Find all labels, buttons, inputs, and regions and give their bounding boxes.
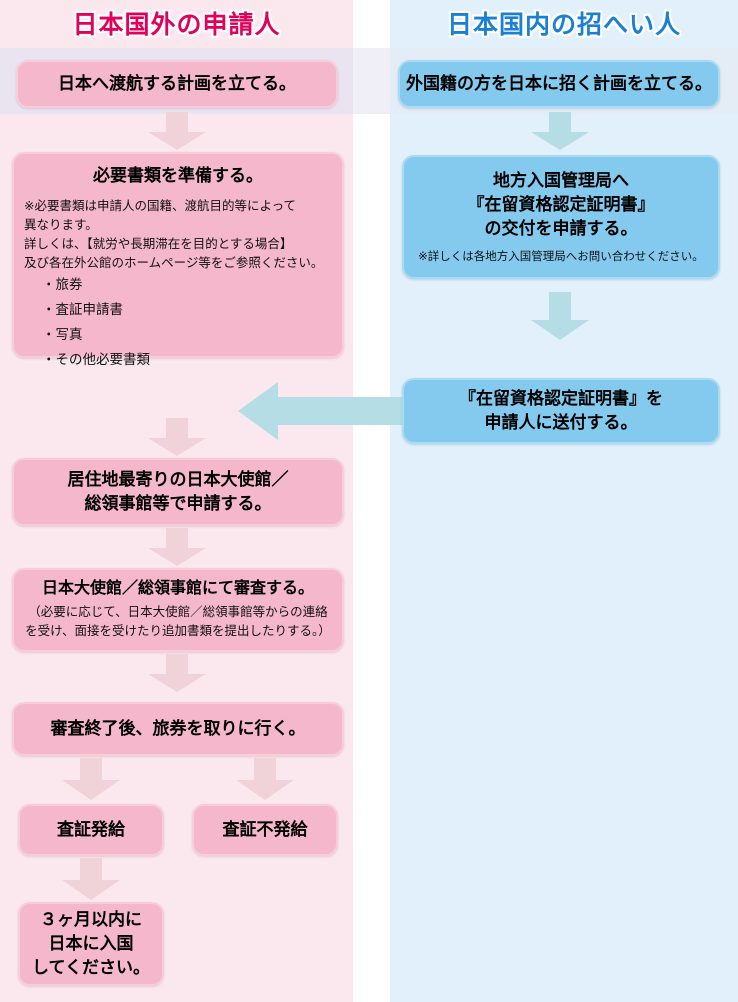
arrow-left-1 <box>148 112 206 150</box>
arrow-transfer-certificate-to-applicant <box>238 380 410 442</box>
node-left-apply-heading-1: 居住地最寄りの日本大使館／ <box>67 470 289 490</box>
node-left-review-note-2: を受け、面接を受けたり追加書類を提出したりする。） <box>25 623 331 638</box>
node-left-visa-issued-heading: 査証発給 <box>57 820 125 840</box>
node-left-prepare-note-2: 異なります。 <box>24 217 98 232</box>
arrow-down-icon <box>148 528 206 566</box>
node-left-prepare-documents-heading: 必要書類を準備する。 <box>93 166 263 186</box>
node-left-enter-japan-heading-1: ３ヶ月以内に <box>40 910 142 930</box>
node-left-prepare-note-4: 及び各在外公館のホームページ等をご参照ください。 <box>24 255 324 270</box>
node-right-plan-invite: 外国籍の方を日本に招く計画を立てる。 <box>398 60 720 108</box>
node-left-apply-at-embassy: 居住地最寄りの日本大使館／ 総領事館等で申請する。 <box>12 458 344 526</box>
node-left-visa-refused-heading: 査証不発給 <box>222 820 308 840</box>
arrow-left-branch-refused <box>236 758 294 800</box>
right-column-background <box>390 0 738 1002</box>
arrow-left-2 <box>148 418 206 456</box>
node-right-send-certificate-heading-2: 申請人に送付する。 <box>484 413 638 433</box>
arrow-right-1 <box>531 112 589 150</box>
node-right-apply-certificate-heading-3: の交付を申請する。 <box>484 219 638 239</box>
node-right-apply-certificate-heading-2: 『在留資格認定証明書』 <box>467 195 655 215</box>
arrow-left-icon <box>238 382 410 440</box>
node-left-prepare-bullet-3: ・その他必要書類 <box>42 352 150 368</box>
arrow-down-icon <box>531 112 589 150</box>
arrow-left-3 <box>148 528 206 566</box>
node-left-review-note-1: （必要に応じて、日本大使館／総領事館等からの連絡 <box>28 604 328 619</box>
node-left-plan-travel: 日本へ渡航する計画を立てる。 <box>16 60 338 108</box>
node-left-review-heading: 日本大使館／総領事館にて審査する。 <box>41 578 314 597</box>
node-left-visa-issued: 査証発給 <box>18 804 164 856</box>
arrow-down-icon <box>62 858 120 900</box>
node-left-plan-travel-heading: 日本へ渡航する計画を立てる。 <box>58 74 296 94</box>
node-left-prepare-note-1: ※必要書類は申請人の国籍、渡航目的等によって <box>24 198 296 213</box>
node-right-apply-certificate: 地方入国管理局へ 『在留資格認定証明書』 の交付を申請する。 ※詳しくは各地方入… <box>402 155 720 279</box>
arrow-down-icon <box>148 418 206 456</box>
right-column-title: 日本国内の招へい人 <box>446 10 681 39</box>
arrow-down-icon <box>148 654 206 692</box>
arrow-left-final <box>62 858 120 900</box>
node-left-collect-passport-heading: 審査終了後、旅券を取りに行く。 <box>50 719 306 739</box>
arrow-down-icon <box>148 112 206 150</box>
header-band-middle <box>353 48 390 114</box>
node-right-apply-certificate-heading-1: 地方入国管理局へ <box>493 171 629 191</box>
left-column-title: 日本国外の申請人 <box>72 10 281 39</box>
node-left-enter-japan-heading-2: 日本に入国 <box>48 934 134 954</box>
node-left-prepare-note-3: 詳しくは、【就労や長期滞在を目的とする場合】 <box>24 236 293 251</box>
node-right-apply-certificate-note: ※詳しくは各地方入国管理局へお問い合わせください。 <box>418 249 704 263</box>
arrow-right-2 <box>531 292 589 340</box>
arrow-down-icon <box>236 758 294 800</box>
node-left-collect-passport: 審査終了後、旅券を取りに行く。 <box>12 702 344 756</box>
node-left-prepare-bullet-1: ・査証申請書 <box>42 302 123 318</box>
node-left-prepare-documents: 必要書類を準備する。 ※必要書類は申請人の国籍、渡航目的等によって 異なります。… <box>12 152 344 368</box>
node-right-plan-invite-heading: 外国籍の方を日本に招く計画を立てる。 <box>406 74 712 94</box>
node-left-enter-japan-heading-3: してください。 <box>32 958 150 978</box>
node-right-send-certificate-heading-1: 『在留資格認定証明書』を <box>459 389 663 409</box>
arrow-left-branch-issued <box>62 758 120 800</box>
node-left-embassy-review: 日本大使館／総領事館にて審査する。 （必要に応じて、日本大使館／総領事館等からの… <box>12 568 344 652</box>
node-left-visa-refused: 査証不発給 <box>192 804 338 856</box>
node-right-send-certificate: 『在留資格認定証明書』を 申請人に送付する。 <box>402 378 720 444</box>
node-left-enter-japan: ３ヶ月以内に 日本に入国 してください。 <box>18 902 164 986</box>
arrow-down-icon <box>62 758 120 800</box>
node-left-prepare-bullet-0: ・旅券 <box>42 277 83 293</box>
arrow-down-icon <box>531 292 589 340</box>
arrow-left-4 <box>148 654 206 692</box>
node-left-apply-heading-2: 総領事館等で申請する。 <box>84 494 272 514</box>
node-left-prepare-bullet-2: ・写真 <box>42 327 83 343</box>
